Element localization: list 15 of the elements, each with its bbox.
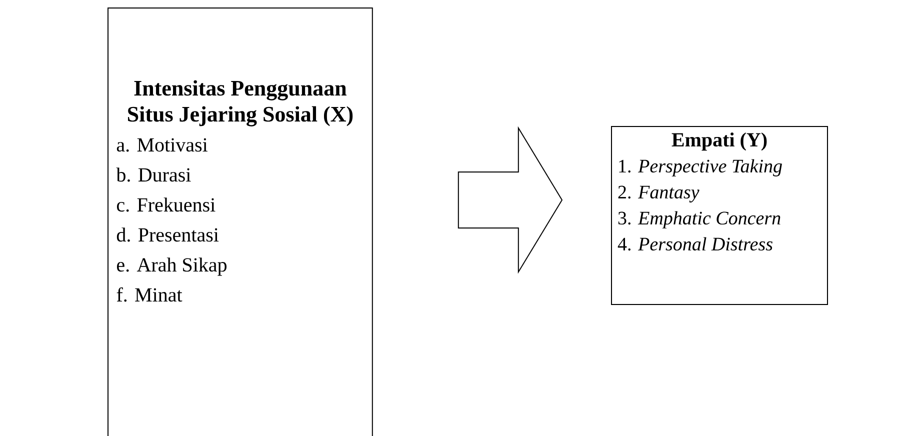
list-item: b. Durasi <box>116 168 191 182</box>
list-item: e. Arah Sikap <box>117 258 226 276</box>
list-item: 1. Perspective Taking <box>619 159 782 176</box>
text-box <box>611 126 828 305</box>
list-item: 2. Fantasy <box>618 186 700 202</box>
list-item: 3. Emphatic Concern <box>618 211 780 228</box>
list-item: f. Minat <box>116 287 182 302</box>
heading: Intensitas Penggunaan Situs Jejaring Sosial (X) <box>128 80 353 126</box>
list-item: 4. Personal Distress <box>618 237 772 251</box>
list-item: a. Motivasi <box>116 138 208 152</box>
text-box <box>108 8 373 436</box>
heading: Empati (Y) <box>672 132 767 151</box>
list-item: d. Presentasi <box>116 228 219 242</box>
list-item: c. Frekuensi <box>116 198 216 212</box>
block-arrow <box>458 126 563 274</box>
